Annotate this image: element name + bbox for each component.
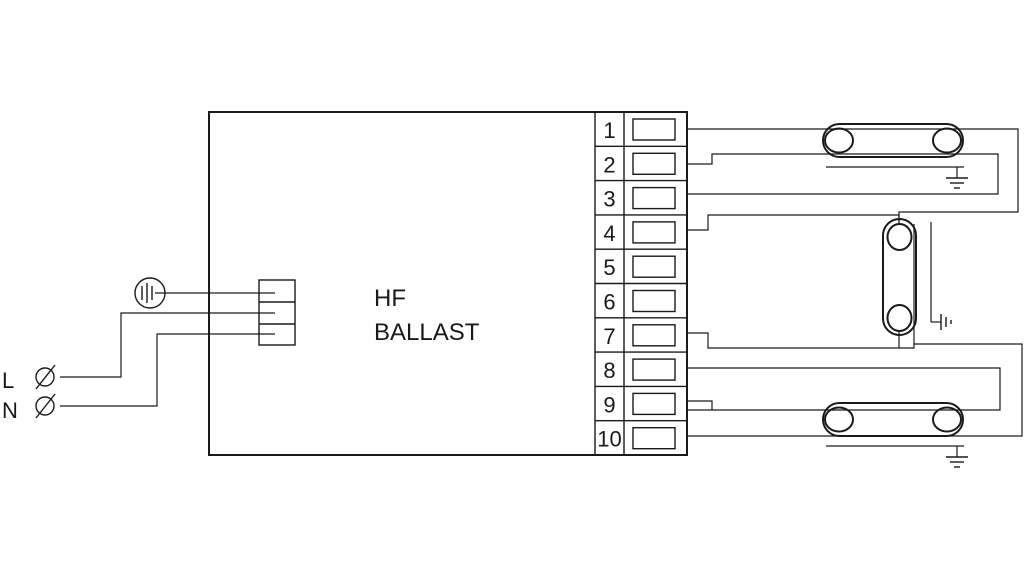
ground-icon-bottom — [946, 446, 968, 468]
neutral-label: N — [2, 398, 18, 423]
terminal-slot-4 — [632, 221, 676, 244]
earth-terminal-icon — [134, 277, 275, 309]
neutral-terminal-icon — [35, 393, 56, 419]
terminal-slot-10 — [632, 427, 676, 450]
output-wiring — [687, 128, 1023, 447]
terminal-number-9: 9 — [603, 392, 615, 417]
terminal-slot-2 — [632, 152, 676, 176]
terminal-number-6: 6 — [603, 290, 615, 315]
terminal-number-3: 3 — [603, 187, 615, 212]
ground-icon-top — [946, 167, 968, 189]
lamp-bottom-icon — [822, 402, 964, 437]
terminal-slot-7 — [632, 324, 676, 347]
terminal-slot-5 — [632, 255, 676, 278]
ballast-label-line2: BALLAST — [374, 319, 480, 346]
terminal-slot-9 — [632, 392, 676, 416]
terminal-number-10: 10 — [597, 427, 621, 452]
terminal-number-5: 5 — [603, 255, 615, 280]
terminal-slot-1 — [632, 118, 676, 141]
terminal-number-4: 4 — [603, 221, 615, 246]
ground-icon-middle — [931, 314, 952, 330]
terminal-number-7: 7 — [603, 324, 615, 349]
ballast-label-line1: HF — [374, 285, 406, 312]
supply-wiring — [60, 312, 275, 407]
live-label: L — [2, 368, 14, 393]
lamp-middle-icon — [882, 218, 917, 336]
terminal-slot-6 — [632, 289, 676, 313]
terminal-number-8: 8 — [603, 358, 615, 383]
terminal-number-2: 2 — [603, 152, 615, 177]
live-terminal-icon — [35, 364, 56, 390]
terminal-block: 1 2 3 4 5 6 7 8 9 10 — [594, 112, 687, 455]
terminal-slot-8 — [632, 358, 676, 381]
terminal-slot-3 — [632, 186, 676, 210]
lamp-top-icon — [822, 123, 964, 158]
terminal-number-1: 1 — [603, 118, 615, 143]
